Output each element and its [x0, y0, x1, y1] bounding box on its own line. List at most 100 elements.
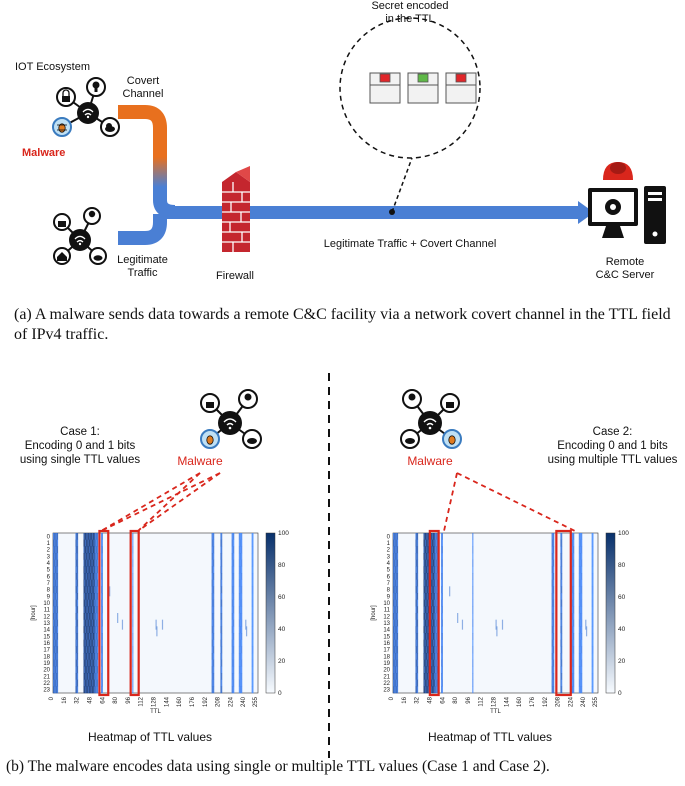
- combined-traffic-pipe: [160, 206, 580, 219]
- y-tick-label: 21: [383, 674, 390, 680]
- ttl-highlight-box: [98, 529, 110, 697]
- x-tick-label: 240: [241, 696, 247, 707]
- x-tick-label: 144: [164, 696, 170, 707]
- case1-title: Case 1: Encoding 0 and 1 bits using sing…: [19, 426, 141, 466]
- case2-iot-icon: [400, 389, 462, 449]
- x-tick-label: 208: [216, 696, 222, 707]
- legitimate-traffic-label: Legitimate Traffic: [117, 254, 168, 279]
- y-tick-label: 12: [43, 614, 50, 620]
- x-tick-label: 128: [492, 696, 498, 707]
- x-tick-label: 208: [556, 696, 562, 707]
- y-tick-label: 6: [47, 574, 51, 580]
- x-tick-label: 0: [389, 696, 395, 700]
- x-tick-label: 80: [113, 696, 119, 703]
- x-tick-label: 144: [504, 696, 510, 707]
- y-axis-label: [hour]: [371, 605, 377, 621]
- x-tick-label: 16: [402, 696, 408, 703]
- ttl-packet-icon: [369, 72, 401, 104]
- malware-link-line: [456, 472, 576, 532]
- colorbar-tick-label: 100: [278, 530, 289, 537]
- colorbar-tick-label: 0: [278, 690, 282, 697]
- y-tick-label: 17: [43, 648, 50, 654]
- y-tick-label: 1: [47, 541, 51, 547]
- colorbar-tick-label: 60: [618, 594, 626, 601]
- malware-link-line: [137, 472, 221, 532]
- y-tick-label: 15: [43, 634, 50, 640]
- x-tick-label: 16: [62, 696, 68, 703]
- x-axis-label: TTL: [150, 709, 161, 715]
- ttl-packet-icon: [407, 72, 439, 104]
- zoom-pointer-line: [391, 157, 413, 213]
- case1-malware-label: Malware: [177, 454, 223, 468]
- case1-iot-icon: [200, 389, 262, 449]
- y-tick-label: 10: [43, 601, 50, 607]
- ttl-highlight-box: [555, 529, 572, 697]
- iot-ecosystem-label: IOT Ecosystem: [15, 61, 90, 73]
- colorbar-tick-label: 60: [278, 594, 286, 601]
- x-tick-label: 160: [517, 696, 523, 707]
- y-tick-label: 8: [47, 588, 51, 594]
- y-tick-label: 13: [43, 621, 50, 627]
- y-tick-label: 16: [383, 641, 390, 647]
- y-tick-label: 6: [387, 574, 391, 580]
- y-tick-label: 10: [383, 601, 390, 607]
- y-tick-label: 3: [387, 554, 391, 560]
- malware-link-line: [100, 472, 221, 532]
- cc-server-icon: [588, 162, 666, 244]
- x-tick-label: 112: [479, 696, 485, 706]
- x-tick-label: 32: [75, 696, 81, 703]
- x-tick-label: 64: [440, 696, 446, 703]
- x-tick-label: 32: [415, 696, 421, 703]
- case2-title: Case 2: Encoding 0 and 1 bits using mult…: [547, 426, 678, 466]
- x-tick-label: 48: [87, 696, 93, 703]
- secret-zoom-circle: [339, 17, 481, 159]
- y-tick-label: 19: [43, 661, 50, 667]
- y-tick-label: 11: [44, 608, 51, 614]
- traffic-arrow-head: [578, 201, 594, 224]
- case1-heatmap-label: Heatmap of TTL values: [87, 730, 213, 744]
- y-tick-label: 2: [47, 548, 51, 554]
- x-tick-label: 224: [568, 696, 574, 707]
- colorbar-tick-label: 80: [278, 562, 286, 569]
- x-tick-label: 96: [466, 696, 472, 703]
- firewall-label: Firewall: [216, 270, 254, 282]
- y-tick-label: 20: [383, 668, 390, 674]
- x-tick-label: 176: [190, 696, 196, 707]
- y-tick-label: 9: [387, 594, 391, 600]
- x-axis-label: TTL: [490, 709, 501, 715]
- x-tick-label: 192: [543, 696, 549, 707]
- y-tick-label: 12: [383, 614, 390, 620]
- y-tick-label: 23: [383, 688, 390, 694]
- x-tick-label: 48: [427, 696, 433, 703]
- secret-encoded-label: Secret encoded in the TTL: [371, 0, 449, 25]
- y-tick-label: 18: [43, 654, 50, 660]
- y-tick-label: 8: [387, 588, 391, 594]
- x-tick-label: 240: [581, 696, 587, 707]
- x-tick-label: 160: [177, 696, 183, 707]
- caption-b: (b) The malware encodes data using singl…: [6, 758, 550, 775]
- y-tick-label: 21: [43, 674, 50, 680]
- malware-label: Malware: [22, 147, 66, 159]
- colorbar-tick-label: 0: [618, 690, 622, 697]
- x-tick-label: 112: [139, 696, 145, 706]
- x-tick-label: 192: [203, 696, 209, 707]
- y-tick-label: 5: [387, 568, 391, 574]
- y-tick-label: 7: [47, 581, 51, 587]
- x-tick-label: 64: [100, 696, 106, 703]
- y-tick-label: 19: [383, 661, 390, 667]
- malware-link-line: [100, 472, 201, 532]
- network-diagram: [52, 17, 666, 265]
- y-tick-label: 11: [384, 608, 391, 614]
- firewall-icon: [222, 166, 250, 252]
- y-axis-label: [hour]: [31, 605, 37, 621]
- x-tick-label: 128: [152, 696, 158, 707]
- y-tick-label: 22: [383, 681, 390, 687]
- iot-cluster-icon: [53, 207, 107, 265]
- y-tick-label: 1: [387, 541, 391, 547]
- y-tick-label: 9: [47, 594, 51, 600]
- covert-channel-label: Covert Channel: [122, 75, 164, 100]
- colorbar-tick-label: 20: [278, 658, 286, 665]
- ttl-highlight-box: [428, 529, 440, 697]
- y-tick-label: 16: [43, 641, 50, 647]
- x-tick-label: 255: [253, 696, 259, 707]
